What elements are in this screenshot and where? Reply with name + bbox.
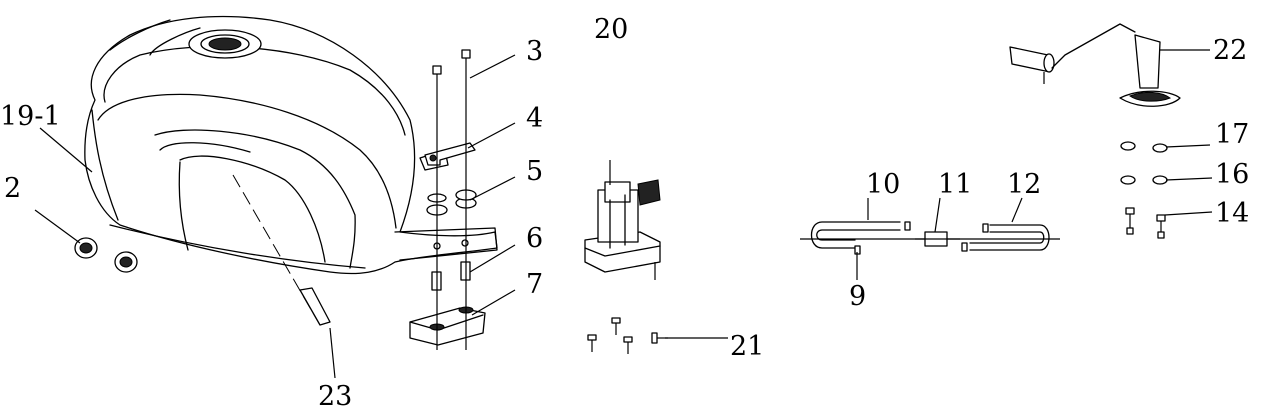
rubber-mount [409,306,486,346]
callout-7: 7 [526,269,543,300]
callout-22: 22 [1213,35,1247,66]
callout-19-1: 19-1 [0,101,61,132]
fuel-pump [584,160,661,280]
fuel-tank [84,15,498,275]
leader-lines [34,49,1213,379]
callout-6: 6 [526,223,543,254]
rubber-washers [426,189,477,216]
callout-9: 9 [849,281,866,312]
callout-labels: 19-1 2 3 4 5 6 7 23 20 21 10 11 12 9 22 … [0,14,1249,412]
sender-washers [1120,141,1168,185]
callout-21: 21 [730,331,764,362]
tank-bolts [432,49,471,110]
callout-11: 11 [938,169,972,200]
callout-5: 5 [526,156,543,187]
callout-4: 4 [526,103,543,134]
fuel-hose-left [810,221,901,249]
bushing-left [74,237,98,259]
callout-2: 2 [4,173,21,204]
mounting-bracket [424,142,476,166]
callout-23: 23 [318,381,352,412]
fuel-hose-right [969,224,1050,251]
callout-10: 10 [866,169,900,200]
bushing-right [114,251,138,273]
sender-bolts [1125,207,1166,239]
callout-14: 14 [1215,198,1249,229]
callout-16: 16 [1215,159,1249,190]
fuel-level-sender [1009,23,1181,107]
pump-screws [587,317,668,354]
drain-hose [232,174,331,326]
callout-20: 20 [594,14,628,45]
hose-clips [854,221,989,255]
callout-3: 3 [526,36,543,67]
callout-17: 17 [1215,119,1249,150]
callout-12: 12 [1007,169,1041,200]
spacers [431,261,471,291]
